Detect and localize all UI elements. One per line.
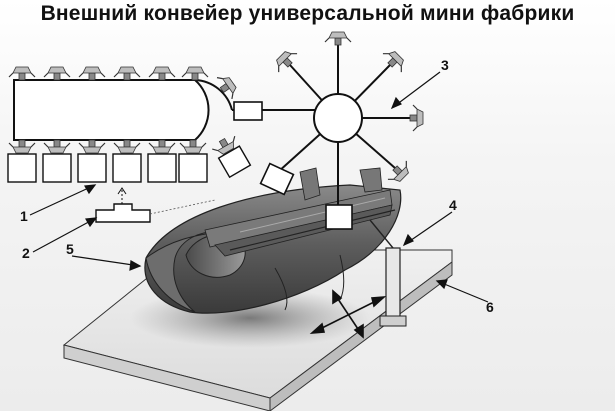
leader-lines: [29, 71, 489, 303]
vertical-post: [369, 219, 407, 327]
callout-3: 3: [441, 57, 449, 73]
bottom-container-row: [7, 132, 252, 183]
callout-4: 4: [449, 197, 457, 213]
callout-6: 6: [486, 299, 494, 315]
diagram-title: Внешний конвейер универсальной мини фабр…: [40, 2, 575, 25]
robot-hub: [259, 31, 424, 230]
conveyor-loop: [13, 79, 233, 141]
motion-arrows: [309, 289, 387, 339]
callout-2: 2: [22, 245, 30, 261]
callout-1: 1: [20, 208, 28, 224]
callout-5: 5: [66, 241, 74, 257]
control-unit: [95, 187, 216, 223]
transfer-link: [232, 101, 316, 121]
